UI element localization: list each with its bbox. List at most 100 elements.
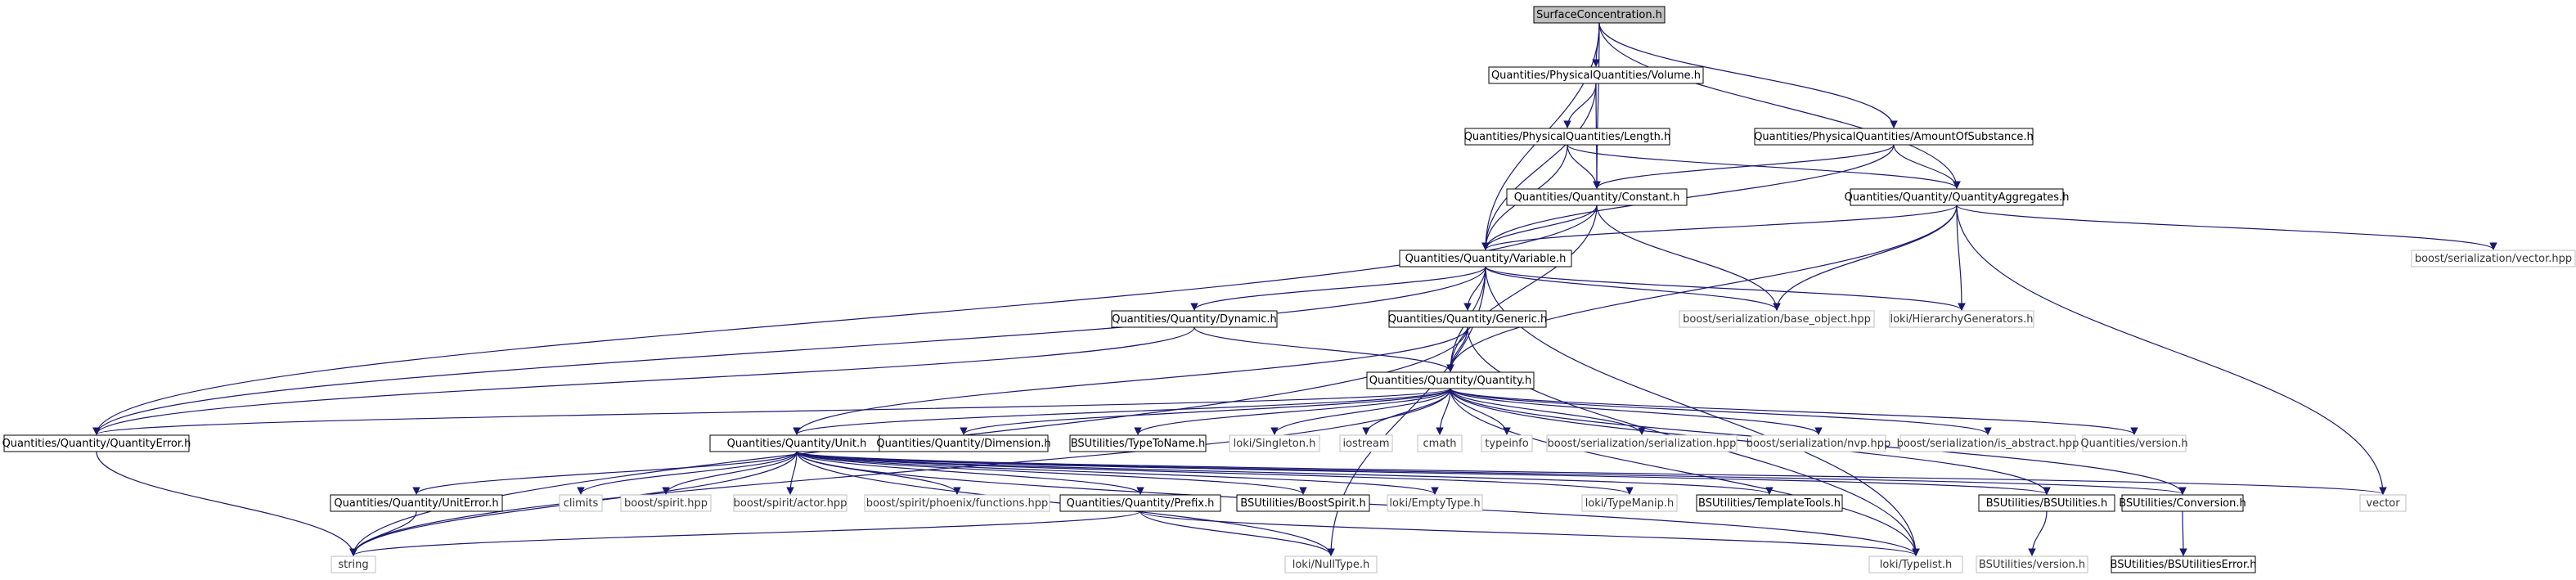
edge-n3-to-n5 [1893, 144, 1961, 189]
node-quantities-physicalquantities-amountofsubstance-h[interactable]: Quantities/PhysicalQuantities/AmountOfSu… [1754, 128, 2034, 146]
edge-n13-to-n38 [96, 451, 357, 556]
node-label: Quantities/Quantity/Generic.h [1388, 313, 1548, 326]
edge-n14-to-n30 [796, 451, 1144, 495]
edge-n1-to-n2 [1563, 83, 1597, 128]
node-quantities-quantity-constant-h[interactable]: Quantities/Quantity/Constant.h [1506, 188, 1688, 206]
edge-n11-to-n14 [793, 326, 1468, 435]
edge-n12-to-n20 [1450, 388, 1511, 435]
edge-n14-to-n32 [796, 451, 1439, 495]
node-label: vector [2366, 497, 2400, 510]
node-box [1339, 434, 1393, 452]
node-label: SurfaceConcentration.h [1536, 9, 1662, 21]
node-quantities-quantity-dynamic-h[interactable]: Quantities/Quantity/Dynamic.h [1111, 310, 1278, 328]
edge-n12-to-n23 [1450, 388, 1992, 435]
node-label: loki/HierarchyGenerators.h [1890, 313, 2033, 326]
edge-n14-to-n26 [577, 451, 798, 495]
edge-n5-to-n7 [1481, 205, 1958, 250]
node-quantities-quantity-unit-h[interactable]: Quantities/Quantity/Unit.h [709, 434, 884, 452]
node-bsutilities-conversion-h[interactable]: BSUtilities/Conversion.h [2119, 494, 2246, 512]
node-quantities-quantity-variable-h[interactable]: Quantities/Quantity/Variable.h [1399, 250, 1572, 268]
node-label: loki/EmptyType.h [1389, 497, 1480, 510]
node-box [1236, 494, 1370, 512]
node-quantities-quantity-quantity-h[interactable]: Quantities/Quantity/Quantity.h [1366, 371, 1535, 389]
edge-n4-to-n12 [1446, 205, 1598, 372]
edge-n12-to-n22 [1450, 388, 1823, 435]
node-quantities-quantity-quantityerror-h[interactable]: Quantities/Quantity/QuantityError.h [2, 434, 191, 452]
node-box [330, 555, 376, 573]
node-label: Quantities/Quantity/Constant.h [1514, 191, 1680, 204]
node-bsutilities-boostspirit-h[interactable]: BSUtilities/BoostSpirit.h [1236, 494, 1370, 512]
node-vector: vector [2359, 494, 2407, 512]
node-label: climits [564, 497, 599, 510]
node-quantities-physicalquantities-length-h[interactable]: Quantities/PhysicalQuantities/Length.h [1464, 128, 1671, 146]
dependency-nodes: SurfaceConcentration.hQuantities/Physica… [2, 6, 2576, 573]
node-label: boost/serialization/vector.hpp [2415, 253, 2572, 265]
node-boost-spirit-hpp: boost/spirit.hpp [620, 494, 712, 512]
edge-n12-to-n15 [960, 388, 1451, 435]
node-cmath: cmath [1417, 434, 1463, 452]
node-quantities-quantity-generic-h[interactable]: Quantities/Quantity/Generic.h [1388, 310, 1548, 328]
node-quantities-version-h: Quantities/version.h [2080, 434, 2188, 452]
node-surfaceconcentration-h[interactable]: SurfaceConcentration.h [1533, 6, 1666, 24]
node-box [1899, 434, 2076, 452]
node-label: BSUtilities/TypeToName.h [1071, 438, 1206, 450]
node-quantities-physicalquantities-volume-h[interactable]: Quantities/PhysicalQuantities/Volume.h [1488, 66, 1704, 84]
node-label: boost/serialization/base_object.hpp [1683, 313, 1871, 326]
edge-n12-to-n13 [92, 388, 1451, 435]
node-box [2111, 555, 2256, 573]
node-box [1978, 494, 2115, 512]
node-label: boost/serialization/nvp.hpp [1747, 438, 1890, 450]
node-box [1366, 371, 1535, 389]
edge-n7-to-n13 [92, 266, 1486, 435]
node-loki-hierarchygenerators-h: loki/HierarchyGenerators.h [1889, 310, 2034, 328]
node-label: Quantities/PhysicalQuantities/AmountOfSu… [1754, 131, 2034, 143]
edge-n2-to-n5 [1567, 144, 1961, 189]
node-quantities-quantity-prefix-h[interactable]: Quantities/Quantity/Prefix.h [1059, 494, 1221, 512]
node-box [1111, 310, 1278, 328]
edge-n12-to-n38 [349, 388, 1451, 556]
node-boost-spirit-phoenix-functions-hpp: boost/spirit/phoenix/functions.hpp [864, 494, 1050, 512]
node-bsutilities-bsutilitieserror-h[interactable]: BSUtilities/BSUtilitiesError.h [2111, 555, 2257, 573]
edge-n12-to-n40 [1450, 388, 1920, 556]
node-bsutilities-typetoname-h[interactable]: BSUtilities/TypeToName.h [1069, 434, 1207, 452]
node-box [1388, 310, 1547, 328]
node-quantities-quantity-quantityaggregates-h[interactable]: Quantities/Quantity/QuantityAggregates.h [1845, 188, 2070, 206]
node-bsutilities-bsutilities-h[interactable]: BSUtilities/BSUtilities.h [1978, 494, 2115, 512]
node-climits: climits [559, 494, 603, 512]
node-box [1581, 494, 1678, 512]
node-box [864, 494, 1050, 512]
node-boost-serialization-is-abstract-hpp: boost/serialization/is_abstract.hpp [1897, 434, 2079, 452]
node-label: Quantities/Quantity/Dimension.h [876, 438, 1050, 450]
node-box [1546, 434, 1738, 452]
node-box [733, 494, 847, 512]
node-label: Quantities/Quantity/Quantity.h [1369, 375, 1532, 387]
node-quantities-quantity-uniterror-h[interactable]: Quantities/Quantity/UnitError.h [330, 494, 503, 512]
edge-n4-to-n7 [1481, 205, 1598, 250]
edge-n14-to-n27 [662, 451, 798, 495]
edge-n30-to-n40 [1140, 510, 1920, 556]
edge-n10-to-n12 [1194, 326, 1454, 372]
node-box [1751, 434, 1886, 452]
edge-n12-to-n19 [1436, 388, 1451, 435]
node-label: BSUtilities/BSUtilities.h [1986, 497, 2108, 510]
node-label: cmath [1423, 438, 1456, 450]
edge-n5-to-n8 [1773, 205, 1958, 311]
edge-n3-to-n7 [1481, 144, 1895, 250]
edge-n10-to-n13 [92, 326, 1195, 435]
edge-n30-to-n39 [1140, 510, 1335, 556]
node-bsutilities-version-h: BSUtilities/version.h [1976, 555, 2088, 573]
node-label: boost/serialization/is_abstract.hpp [1897, 438, 2079, 450]
edge-n0-to-n3 [1598, 22, 1898, 128]
node-label: Quantities/Quantity/QuantityAggregates.h [1845, 191, 2070, 204]
edge-n14-to-n28 [786, 451, 798, 495]
edge-n5-to-n37 [1956, 205, 2387, 495]
node-label: BSUtilities/version.h [1979, 559, 2085, 571]
edge-n12-to-n21 [1450, 388, 1646, 435]
node-boost-serialization-vector-hpp: boost/serialization/vector.hpp [2411, 250, 2576, 268]
node-quantities-quantity-dimension-h[interactable]: Quantities/Quantity/Dimension.h [876, 434, 1051, 452]
edge-n14-to-n34 [796, 451, 1774, 495]
node-bsutilities-templatetools-h[interactable]: BSUtilities/TemplateTools.h [1696, 494, 1843, 512]
node-label: Quantities/Quantity/Variable.h [1405, 253, 1567, 265]
edge-n5-to-n9 [1956, 205, 1966, 311]
